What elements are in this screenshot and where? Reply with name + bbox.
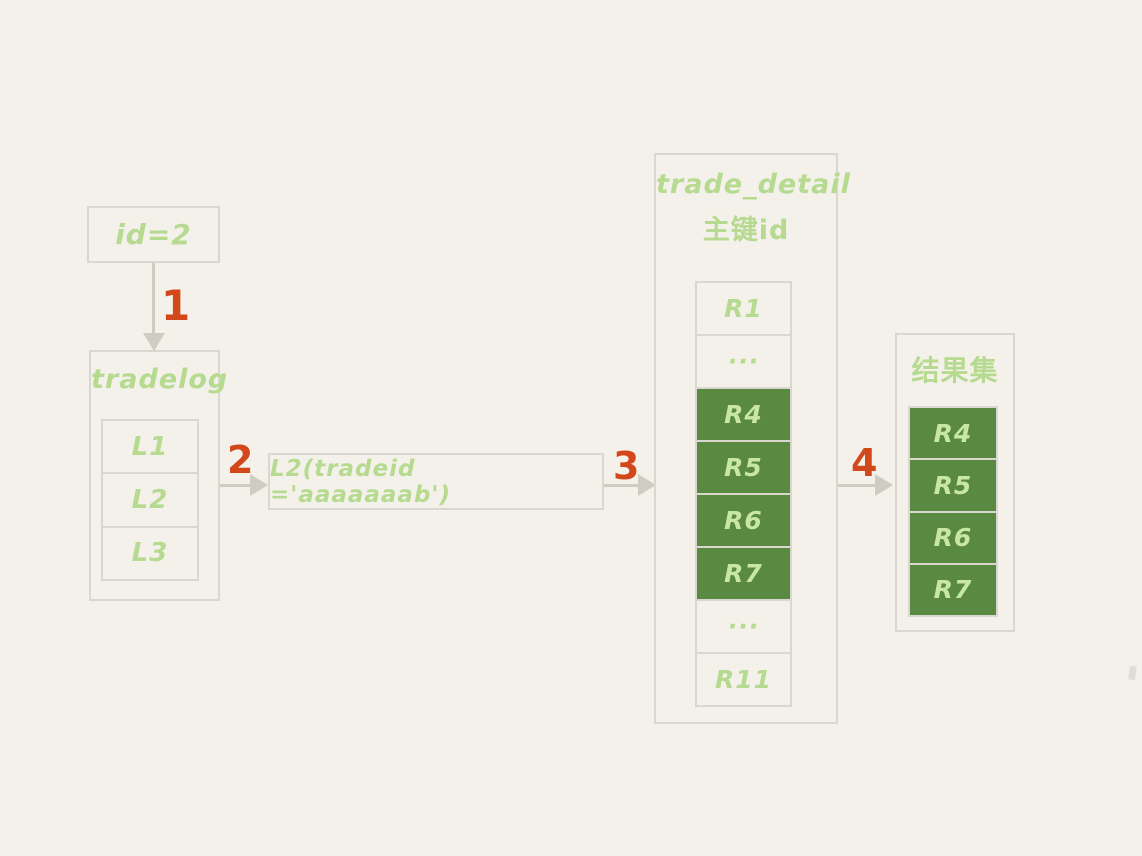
table-row: L3 <box>131 538 169 569</box>
result-set-title: 结果集 <box>911 354 999 387</box>
stray-mark <box>1128 665 1137 681</box>
table-row-highlighted: R7 <box>910 564 996 615</box>
step-2-label: 2 <box>227 438 254 482</box>
arrow-2-line <box>220 484 253 487</box>
table-row: R1 <box>697 283 790 336</box>
table-row-highlighted: R4 <box>697 389 790 442</box>
condition-label: L2(tradeid ='aaaaaaab') <box>270 455 451 508</box>
step-4-label: 4 <box>851 441 878 485</box>
result-set-box: 结果集 R4 R5 R6 R7 <box>895 333 1015 632</box>
arrow-4-line <box>838 484 878 487</box>
result-set-table: R4 R5 R6 R7 <box>908 406 998 617</box>
step-1-label: 1 <box>161 281 191 330</box>
arrow-3-line <box>604 484 641 487</box>
tradelog-title: tradelog <box>91 364 229 395</box>
step-3-label: 3 <box>613 444 640 488</box>
query-box: id=2 <box>87 206 220 263</box>
table-row-highlighted: R5 <box>910 460 996 513</box>
table-row: R11 <box>714 665 773 694</box>
tradelog-box: tradelog L1 L2 L3 <box>89 350 229 601</box>
arrow-1-head-icon <box>143 333 165 351</box>
table-row-highlighted: R6 <box>910 512 996 565</box>
arrow-1-line <box>152 263 155 339</box>
condition-box: L2(tradeid ='aaaaaaab') <box>268 453 604 510</box>
table-row-highlighted: R7 <box>697 548 790 601</box>
trade-detail-table: R1 ··· R4 R5 R6 R7 ··· R11 <box>695 281 792 707</box>
tradelog-table: L1 L2 L3 <box>101 419 199 581</box>
table-row: ··· <box>697 601 790 654</box>
table-row: L1 <box>103 421 197 475</box>
table-row-highlighted: R5 <box>697 442 790 495</box>
trade-detail-title: trade_detail <box>656 169 851 200</box>
arrow-4-head-icon <box>875 474 893 496</box>
trade-detail-box: trade_detail 主键id R1 ··· R4 R5 R6 R7 ···… <box>654 153 851 724</box>
query-label: id=2 <box>115 218 192 251</box>
trade-detail-subtitle: 主键id <box>702 215 790 246</box>
table-row: L2 <box>103 474 197 528</box>
table-row-highlighted: R4 <box>910 408 996 461</box>
arrow-2-head-icon <box>250 474 268 496</box>
table-row: ··· <box>697 336 790 389</box>
table-row-highlighted: R6 <box>697 495 790 548</box>
arrow-3-head-icon <box>638 474 656 496</box>
